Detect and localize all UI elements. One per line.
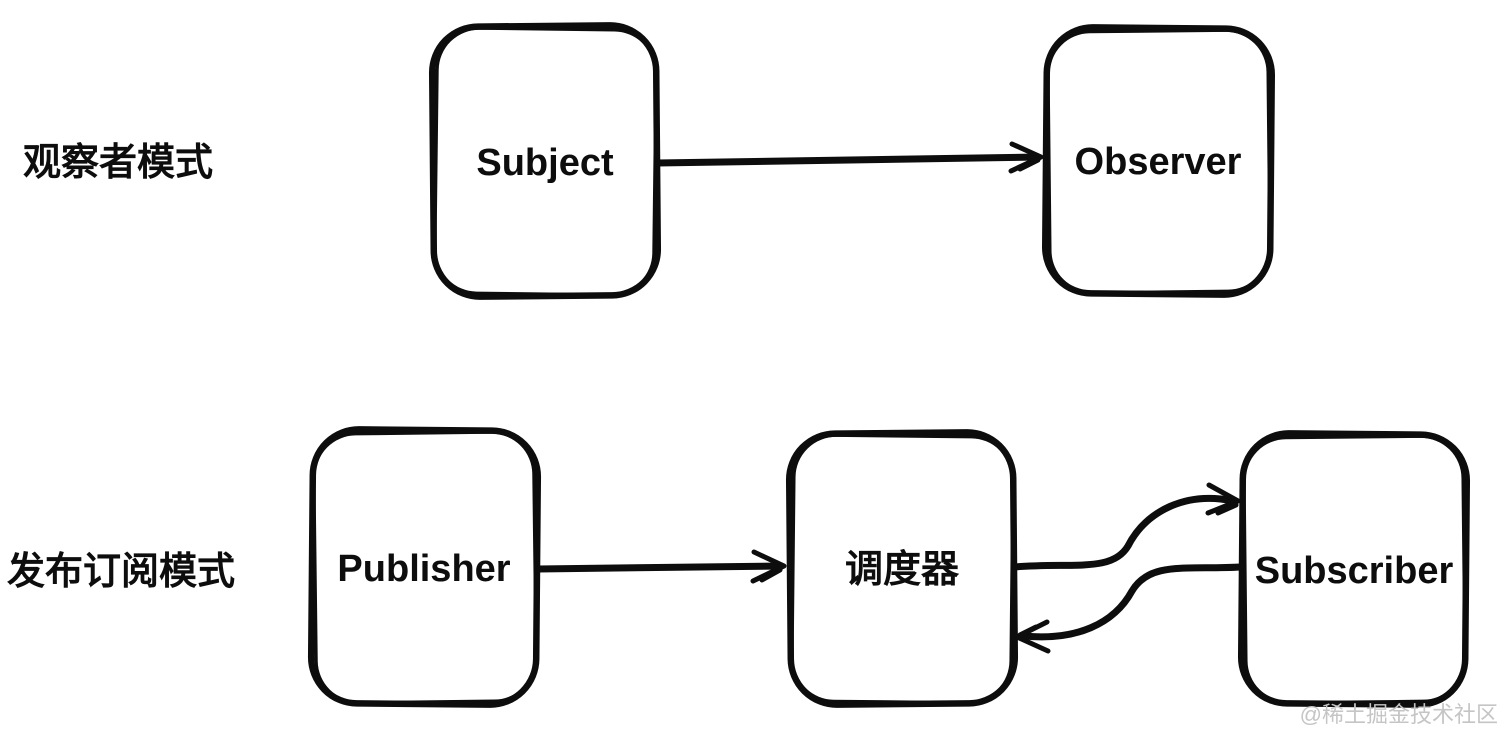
arrow-publisher-to-dispatcher-head (750, 549, 787, 584)
node-observer: Observer (1041, 24, 1276, 298)
row-label-observer-pattern: 观察者模式 (23, 142, 213, 184)
node-dispatcher-label: 调度器 (845, 549, 960, 591)
node-subscriber-label: Subscriber (1255, 550, 1454, 592)
arrow-publisher-to-dispatcher (534, 549, 787, 584)
node-observer-label: Observer (1075, 141, 1242, 183)
arrow-subject-to-observer (653, 141, 1044, 174)
arrow-publisher-to-dispatcher-line (534, 562, 785, 573)
arrow-dispatcher-to-subscriber-line (1010, 494, 1237, 571)
arrow-subject-to-observer-line (653, 153, 1042, 167)
node-dispatcher: 调度器 (785, 429, 1019, 708)
watermark: @稀土掘金技术社区 (1300, 702, 1498, 727)
node-subject: Subject (428, 22, 662, 300)
node-publisher: Publisher (307, 426, 542, 708)
arrow-subject-to-observer-head-sketch (1017, 157, 1041, 172)
arrow-dispatcher-to-subscriber-head (1205, 482, 1241, 516)
arrow-publisher-to-dispatcher-head-sketch (759, 567, 783, 583)
arrow-subscriber-to-dispatcher-line (1020, 563, 1245, 641)
node-observer-box-sketch (1046, 28, 1272, 295)
node-dispatcher-box-sketch (790, 433, 1015, 705)
arrow-subscriber-to-dispatcher-head-sketch (1017, 624, 1039, 638)
node-subject-label: Subject (476, 142, 614, 184)
row-label-pubsub-pattern: 发布订阅模式 (7, 551, 235, 593)
arrow-dispatcher-to-subscriber (1010, 482, 1241, 571)
node-publisher-label: Publisher (337, 548, 510, 590)
arrow-dispatcher-to-subscriber-head-sketch (1215, 502, 1239, 516)
node-subscriber-box-sketch (1242, 434, 1467, 705)
node-subscriber: Subscriber (1237, 430, 1471, 708)
node-publisher-box-sketch (312, 430, 538, 705)
arrow-subscriber-to-dispatcher (1014, 563, 1245, 654)
node-observer-box (1041, 24, 1276, 298)
